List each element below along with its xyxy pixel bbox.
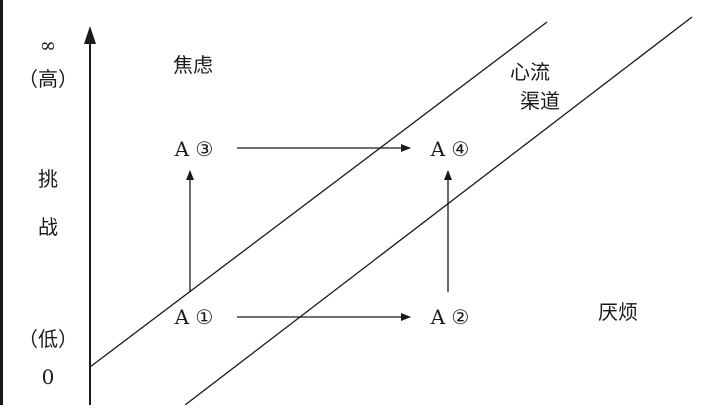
zone-anxiety-label: 焦虑 xyxy=(173,53,213,77)
node-a2-label: A ② xyxy=(430,305,470,329)
origin-label: 0 xyxy=(42,365,55,389)
y-axis-low-label: （低） xyxy=(18,327,78,351)
zone-boredom-label: 厌烦 xyxy=(598,300,638,324)
flow-channel-lower-boundary xyxy=(184,16,693,406)
zone-flow-label-line-2: 渠道 xyxy=(520,89,560,113)
node-a4-label: A ④ xyxy=(430,137,470,161)
y-axis-arrowhead xyxy=(84,26,96,44)
y-axis-infinity-label: ∞ xyxy=(40,33,57,57)
y-axis-title-char-1: 挑 xyxy=(38,167,58,191)
node-a3-label: A ③ xyxy=(174,137,214,161)
node-a1-label: A ① xyxy=(174,305,214,329)
y-axis-high-label: （高） xyxy=(18,67,78,91)
y-axis-title-char-2: 战 xyxy=(38,215,58,239)
left-edge-border xyxy=(0,0,3,405)
flow-channel-upper-boundary xyxy=(89,21,548,368)
zone-flow-label-line-1: 心流 xyxy=(510,60,550,84)
